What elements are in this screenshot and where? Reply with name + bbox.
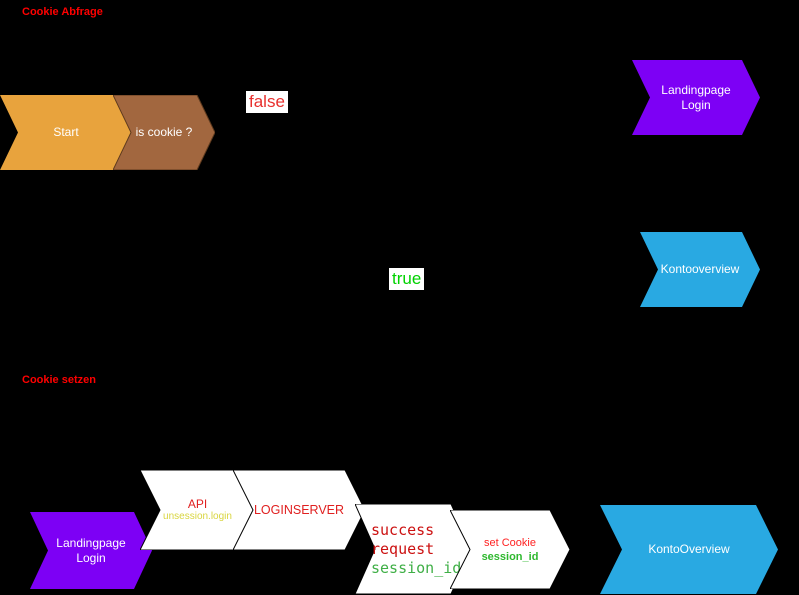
node-is-cookie-label: is cookie ?	[135, 125, 193, 139]
node-landingpage-top-label-wrap: Landingpage Login	[632, 60, 760, 135]
chevron-shape-landingpage-top	[632, 60, 760, 135]
node-success-line2: request	[371, 539, 435, 558]
node-kontooverview-bottom-label: KontoOverview	[648, 542, 730, 556]
chevron-shape-landingpage-bottom	[30, 512, 152, 589]
chevron-shape-set-cookie	[450, 510, 570, 589]
chevron-polygon	[113, 95, 215, 170]
node-kontooverview-top[interactable]: Kontooverview	[640, 232, 760, 307]
node-landingpage-top-label: Landingpage Login	[661, 82, 731, 112]
node-landingpage-bottom-label-wrap: Landingpage Login	[30, 512, 152, 589]
node-api-label-wrap: API unsession.login	[140, 470, 255, 550]
node-start-label-wrap: Start	[0, 95, 132, 170]
chevron-polygon	[450, 510, 570, 589]
section-heading-cookie-setzen: Cookie setzen	[22, 374, 96, 386]
chevron-polygon	[600, 505, 778, 594]
chevron-polygon	[640, 232, 760, 307]
chevron-shape-loginserver	[233, 470, 365, 550]
node-landingpage-login-bottom[interactable]: Landingpage Login	[30, 512, 152, 589]
branch-label-true: true	[389, 268, 425, 290]
chevron-polygon	[30, 512, 152, 589]
node-success-line1: success	[371, 520, 435, 539]
node-set-cookie-label-wrap: set Cookie session_id	[450, 510, 570, 589]
branch-label-false: false	[246, 91, 288, 113]
node-success-label-wrap: success request session_id	[355, 504, 471, 594]
chevron-shape-is-cookie	[113, 95, 215, 170]
node-is-cookie-label-wrap: is cookie ?	[113, 95, 215, 170]
chevron-shape-kontooverview-bottom	[600, 505, 778, 594]
node-kontooverview-top-label: Kontooverview	[660, 262, 740, 276]
chevron-polygon	[355, 504, 471, 594]
chevron-shape-success	[355, 504, 471, 594]
node-api[interactable]: API unsession.login	[140, 470, 255, 550]
node-start[interactable]: Start	[0, 95, 132, 170]
node-start-label: Start	[53, 125, 79, 139]
node-loginserver-label: LOGINSERVER	[253, 503, 345, 517]
node-set-cookie-session-id: session_id	[481, 550, 539, 563]
node-loginserver-label-wrap: LOGINSERVER	[233, 470, 365, 550]
node-success-session-id: session_id	[371, 558, 462, 577]
chevron-shape-start	[0, 95, 132, 170]
node-api-subtitle: unsession.login	[163, 511, 232, 522]
section-heading-cookie-abfrage: Cookie Abfrage	[22, 6, 103, 18]
node-kontooverview-bottom-label-wrap: KontoOverview	[600, 505, 778, 594]
chevron-polygon	[140, 470, 255, 550]
node-loginserver[interactable]: LOGINSERVER	[233, 470, 365, 550]
node-api-title: API	[187, 497, 208, 511]
chevron-polygon	[632, 60, 760, 135]
node-kontooverview-bottom[interactable]: KontoOverview	[600, 505, 778, 594]
chevron-shape-api	[140, 470, 255, 550]
chevron-polygon	[233, 470, 365, 550]
chevron-shape-kontooverview-top	[640, 232, 760, 307]
chevron-polygon	[0, 95, 132, 170]
node-set-cookie[interactable]: set Cookie session_id	[450, 510, 570, 589]
node-success-request[interactable]: success request session_id	[355, 504, 471, 594]
node-kontooverview-top-label-wrap: Kontooverview	[640, 232, 760, 307]
node-landingpage-bottom-label: Landingpage Login	[56, 535, 126, 565]
node-set-cookie-title: set Cookie	[484, 536, 536, 549]
node-landingpage-login-top[interactable]: Landingpage Login	[632, 60, 760, 135]
node-is-cookie[interactable]: is cookie ?	[113, 95, 215, 170]
